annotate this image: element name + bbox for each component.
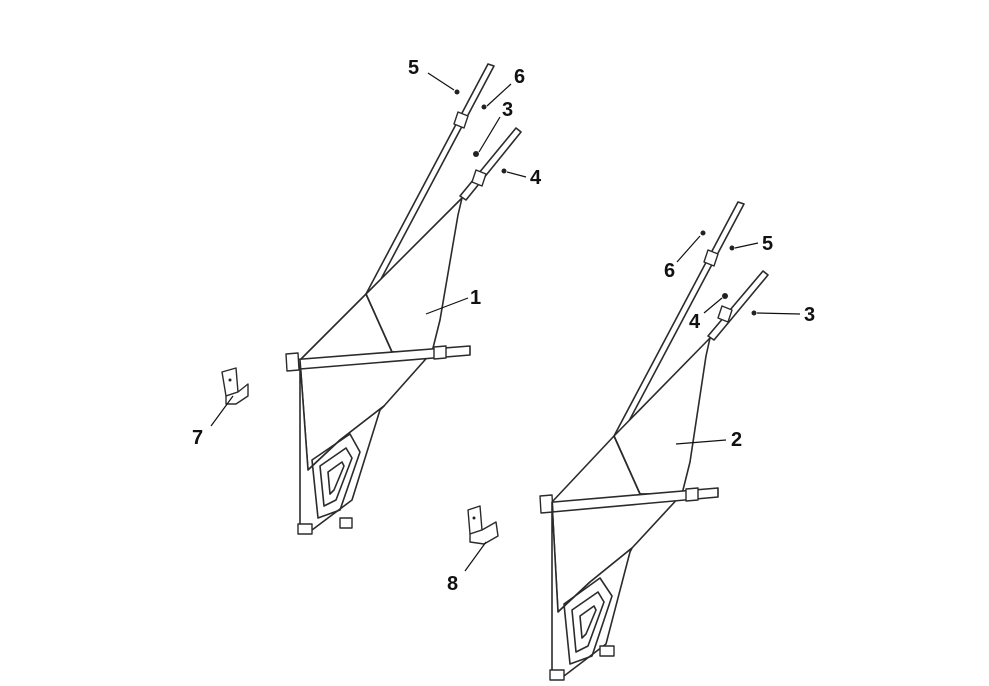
leader-left-5	[427, 72, 455, 91]
leader-2	[675, 439, 727, 445]
right-foot-left	[549, 669, 565, 681]
bracket-left	[221, 367, 249, 405]
callout-right-3: 3	[804, 304, 815, 326]
left-lower-frame-inner-2	[319, 447, 353, 507]
callout-left-6: 6	[514, 66, 525, 88]
leader-7	[210, 395, 234, 427]
callout-right-5: 5	[762, 233, 773, 255]
callout-1: 1	[470, 287, 481, 309]
callout-right-4: 4	[689, 311, 701, 333]
left-rear-pole-clamp	[453, 111, 469, 129]
left-screw-icon	[481, 104, 487, 110]
leader-1	[425, 297, 469, 315]
leader-right-3	[756, 312, 801, 315]
left-bolt-top-icon	[454, 89, 460, 95]
right-rear-pole-clamp	[703, 249, 719, 267]
right-net-assembly	[539, 201, 769, 681]
left-strap-buckle-right	[433, 345, 447, 360]
leader-right-6	[676, 235, 701, 263]
left-divider-strap	[365, 293, 393, 353]
left-lower-frame-inner-3	[327, 461, 345, 495]
right-nut-icon	[751, 310, 757, 316]
right-lower-frame-inner-1	[563, 577, 613, 665]
right-divider-strap	[613, 435, 641, 495]
callout-8: 8	[447, 573, 458, 595]
callout-left-4: 4	[530, 167, 542, 189]
left-front-pole	[459, 127, 522, 201]
right-screw-icon	[700, 230, 706, 236]
leader-left-3	[478, 116, 501, 153]
left-lower-frame-inner-1	[311, 433, 361, 519]
right-strap-buckle-right	[685, 487, 699, 502]
left-washer-icon	[501, 168, 507, 174]
leader-right-5	[734, 242, 759, 249]
callout-right-6: 6	[664, 260, 675, 282]
callout-left-5: 5	[408, 57, 419, 79]
right-front-pole	[707, 270, 769, 341]
right-foot-right	[599, 645, 615, 657]
right-front-pole-clamp	[717, 305, 733, 323]
left-strap-buckle-left	[285, 352, 300, 372]
callout-left-3: 3	[502, 99, 513, 121]
left-nut-icon	[473, 151, 479, 157]
right-strap-buckle-left	[539, 494, 554, 514]
leader-right-4	[703, 297, 723, 314]
left-net-assembly	[285, 63, 522, 535]
left-foot-right	[339, 517, 353, 529]
right-bolt-top-icon	[729, 245, 735, 251]
leader-left-4	[506, 171, 527, 178]
callout-7: 7	[192, 427, 203, 449]
leader-8	[464, 541, 487, 572]
right-lower-frame-inner-3	[579, 605, 597, 639]
leader-left-6	[486, 83, 512, 107]
left-foot-left	[297, 523, 313, 535]
right-lower-frame-inner-2	[571, 591, 605, 653]
right-washer-icon	[722, 293, 728, 299]
bracket-right	[467, 505, 499, 545]
callout-2: 2	[731, 429, 742, 451]
left-front-pole-clamp	[471, 169, 487, 187]
